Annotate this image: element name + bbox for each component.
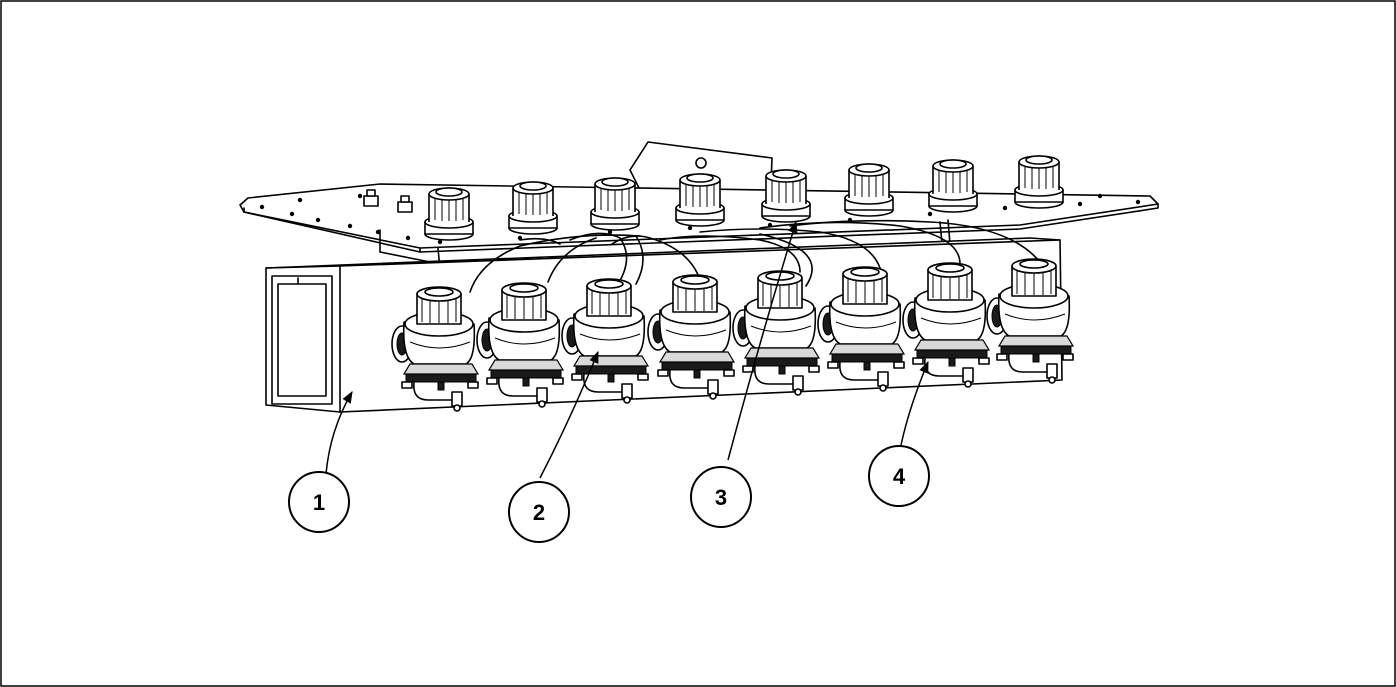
callout-4: 4	[868, 445, 930, 507]
callout-1: 1	[288, 471, 350, 533]
tubing	[469, 219, 1041, 293]
callout-4-label: 4	[893, 464, 906, 489]
callout-2-label: 2	[533, 500, 545, 525]
callout-3: 3	[690, 466, 752, 528]
callout-1-label: 1	[313, 490, 325, 515]
callout-3-label: 3	[715, 485, 727, 510]
leader-lines	[325, 220, 929, 479]
callout-2: 2	[508, 481, 570, 543]
